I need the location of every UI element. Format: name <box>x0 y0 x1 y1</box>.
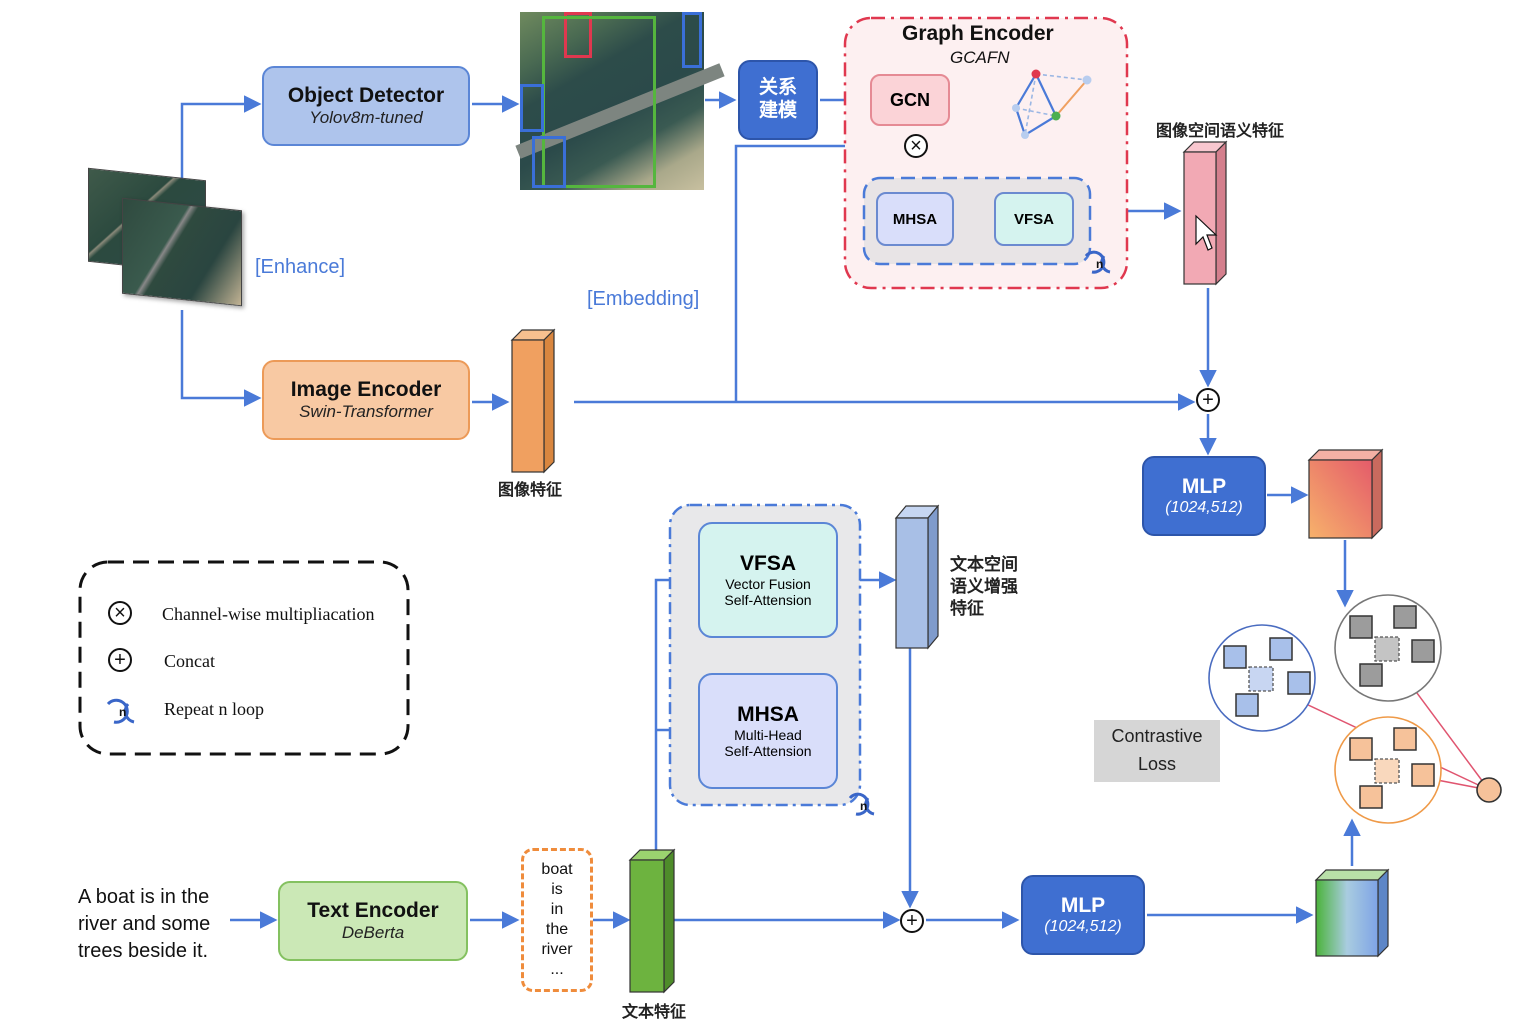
embedding-label: [Embedding] <box>587 288 700 310</box>
legend-concat-text: Concat <box>164 651 215 671</box>
concat-icon-bottom: + <box>900 909 924 933</box>
mlp-top-subtitle: (1024,512) <box>1165 499 1243 516</box>
enhance-label: [Enhance] <box>255 256 346 278</box>
token-1: boat <box>541 861 573 878</box>
mhsa-small-label: MHSA <box>892 210 938 228</box>
mhsa-big-module: MHSA Multi-Head Self-Attension <box>698 673 838 789</box>
mhsa-big-sub-1: Multi-Head <box>734 727 802 743</box>
graph-icon <box>1012 69 1092 139</box>
gcn-module: GCN <box>870 74 950 126</box>
mlp-top-title: MLP <box>1181 475 1227 498</box>
relation-modeling-module: 关系 建模 <box>738 60 818 140</box>
contrastive-clusters <box>1208 594 1502 824</box>
concat-icon-top: + <box>1196 388 1220 412</box>
vfsa-big-sub-1: Vector Fusion <box>725 576 811 592</box>
object-detector-module: Object Detector Yolov8m-tuned <box>262 66 470 146</box>
relation-modeling-line-1: 关系 <box>758 77 797 99</box>
text-spatial-line-1: 文本空间 <box>950 555 1018 574</box>
mhsa-big-title: MHSA <box>737 703 799 726</box>
image-encoder-module: Image Encoder Swin-Transformer <box>262 360 470 440</box>
vfsa-big-sub-2: Self-Attension <box>724 592 812 608</box>
image-feature-label: 图像特征 <box>498 482 563 499</box>
repeat-n-graph: n <box>1096 257 1104 271</box>
vfsa-big-module: VFSA Vector Fusion Self-Attension <box>698 522 838 638</box>
input-sentence: A boat is in the river and some trees be… <box>78 884 210 965</box>
gcn-label: GCN <box>890 89 930 110</box>
token-3: in <box>550 901 564 918</box>
image-spatial-feature-label: 图像空间语义特征 <box>1156 123 1285 140</box>
arrow-input-to-image-encoder <box>180 310 262 407</box>
mlp-top-module: MLP (1024,512) <box>1142 456 1266 536</box>
mhsa-big-sub-2: Self-Attension <box>724 743 812 759</box>
token-6: ... <box>550 961 564 978</box>
contrastive-loss-line-1: Contrastive <box>1111 726 1203 747</box>
text-spatial-line-2: 语义增强 <box>950 577 1018 597</box>
vfsa-big-title: VFSA <box>739 552 796 575</box>
arrow-input-to-detector <box>180 95 262 192</box>
token-list: boat is in the river ... <box>521 848 593 992</box>
mhsa-small-module: MHSA <box>876 192 954 246</box>
legend-container <box>78 560 410 756</box>
repeat-icon-graph <box>1084 250 1111 274</box>
relation-modeling-line-2: 建模 <box>758 100 797 121</box>
token-5: river <box>541 941 573 958</box>
contrastive-loss-line-2: Loss <box>1137 754 1177 774</box>
mlp-bottom-module: MLP (1024,512) <box>1021 875 1145 955</box>
legend-concat-icon: + <box>108 648 132 672</box>
input-image-front <box>122 197 242 307</box>
sentence-line-3: trees beside it. <box>78 940 209 962</box>
text-spatial-feature-label: 文本空间 语义增强 特征 <box>950 554 1018 620</box>
text-feature-block <box>628 848 676 994</box>
image-output-cube <box>1307 448 1384 540</box>
contrastive-loss-box: Contrastive Loss <box>1094 720 1220 782</box>
token-4: the <box>545 921 569 938</box>
legend-repeat-text: Repeat n loop <box>164 699 264 719</box>
detection-image <box>515 12 725 190</box>
text-output-cube <box>1314 868 1390 958</box>
token-2: is <box>551 881 563 898</box>
text-encoder-subtitle: DeBerta <box>341 923 405 942</box>
legend-multiply-icon: × <box>108 601 132 625</box>
repeat-n-legend: n <box>119 705 127 719</box>
repeat-icon-legend <box>106 698 135 724</box>
text-spatial-feature-block <box>894 504 940 650</box>
text-spatial-line-3: 特征 <box>950 599 984 619</box>
repeat-n-text: n <box>860 799 868 813</box>
object-detector-subtitle: Yolov8m-tuned <box>309 108 423 127</box>
graph-encoder-subtitle: GCAFN <box>950 48 1010 67</box>
multiply-icon: × <box>904 134 928 158</box>
image-encoder-title: Image Encoder <box>290 378 442 401</box>
sentence-line-1: A boat is in the <box>78 886 210 908</box>
text-feature-label: 文本特征 <box>622 1004 687 1021</box>
graph-encoder-title: Graph Encoder <box>902 22 1054 45</box>
detection-box-red <box>564 12 592 58</box>
object-detector-title: Object Detector <box>287 84 445 107</box>
mlp-bottom-title: MLP <box>1060 894 1106 917</box>
image-encoder-subtitle: Swin-Transformer <box>299 402 433 421</box>
detection-box-blue-1 <box>682 12 702 68</box>
vfsa-small-label: VFSA <box>1013 210 1054 228</box>
detection-box-blue-3 <box>532 136 566 188</box>
repeat-icon-text <box>848 792 875 816</box>
text-encoder-title: Text Encoder <box>307 899 439 922</box>
mlp-bottom-subtitle: (1024,512) <box>1044 918 1122 935</box>
sentence-line-2: river and some <box>78 913 211 935</box>
image-spatial-feature-block <box>1182 140 1228 286</box>
vfsa-small-module: VFSA <box>994 192 1074 246</box>
image-feature-block <box>510 328 556 474</box>
legend-multiply-text: Channel-wise multipliacation <box>162 604 375 624</box>
detection-box-blue-2 <box>520 84 544 132</box>
text-encoder-module: Text Encoder DeBerta <box>278 881 468 961</box>
